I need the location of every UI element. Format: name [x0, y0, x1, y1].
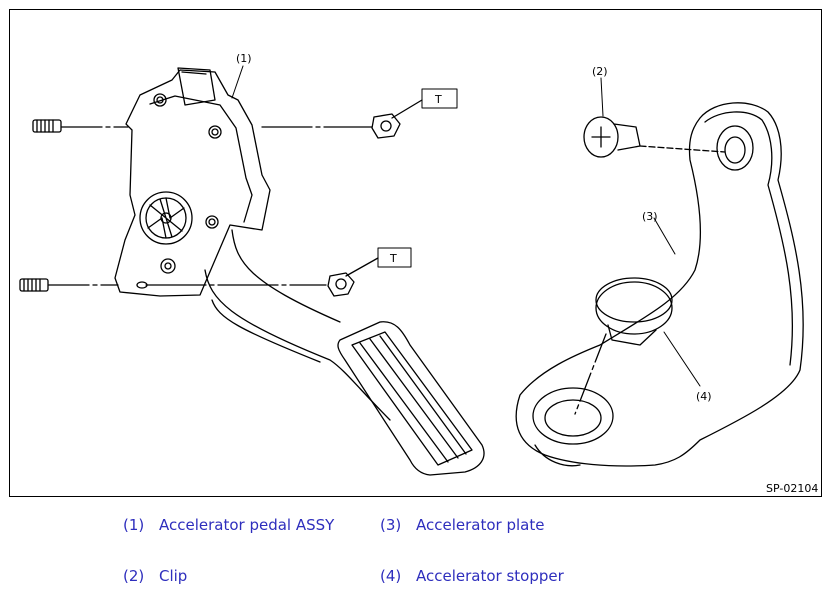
- legend-item-1: (1) Accelerator pedal ASSY: [123, 516, 334, 534]
- clip: [583, 77, 726, 158]
- callout-2: (2): [592, 65, 608, 78]
- legend-num-1: (1): [123, 516, 145, 534]
- accelerator-plate: [515, 102, 804, 467]
- accelerator-stopper: [574, 277, 701, 415]
- legend-label-3: Accelerator plate: [416, 516, 545, 534]
- stud-lower: [19, 278, 119, 292]
- legend-num-3: (3): [380, 516, 402, 534]
- torque-label-lower: T: [389, 252, 397, 265]
- nut-lower: [145, 257, 379, 297]
- callout-3: (3): [642, 210, 658, 223]
- legend-num-2: (2): [123, 567, 145, 585]
- legend-label-1: Accelerator pedal ASSY: [159, 516, 335, 534]
- figure-code: SP-02104: [766, 482, 818, 495]
- callout-4: (4): [696, 390, 712, 403]
- torque-box-upper: [421, 88, 458, 109]
- legend-item-4: (4) Accelerator stopper: [380, 567, 564, 585]
- nut-upper: [261, 99, 423, 139]
- legend-label-4: Accelerator stopper: [416, 567, 564, 585]
- callout-1: (1): [236, 52, 252, 65]
- accelerator-pedal-assy: [114, 67, 485, 476]
- stud-upper: [32, 119, 129, 133]
- legend-num-4: (4): [380, 567, 402, 585]
- legend-label-2: Clip: [159, 567, 188, 585]
- torque-box-lower: [377, 247, 412, 268]
- legend-item-3: (3) Accelerator plate: [380, 516, 544, 534]
- torque-label-upper: T: [434, 93, 442, 106]
- diagram-frame: [9, 9, 822, 497]
- legend-item-2: (2) Clip: [123, 567, 187, 585]
